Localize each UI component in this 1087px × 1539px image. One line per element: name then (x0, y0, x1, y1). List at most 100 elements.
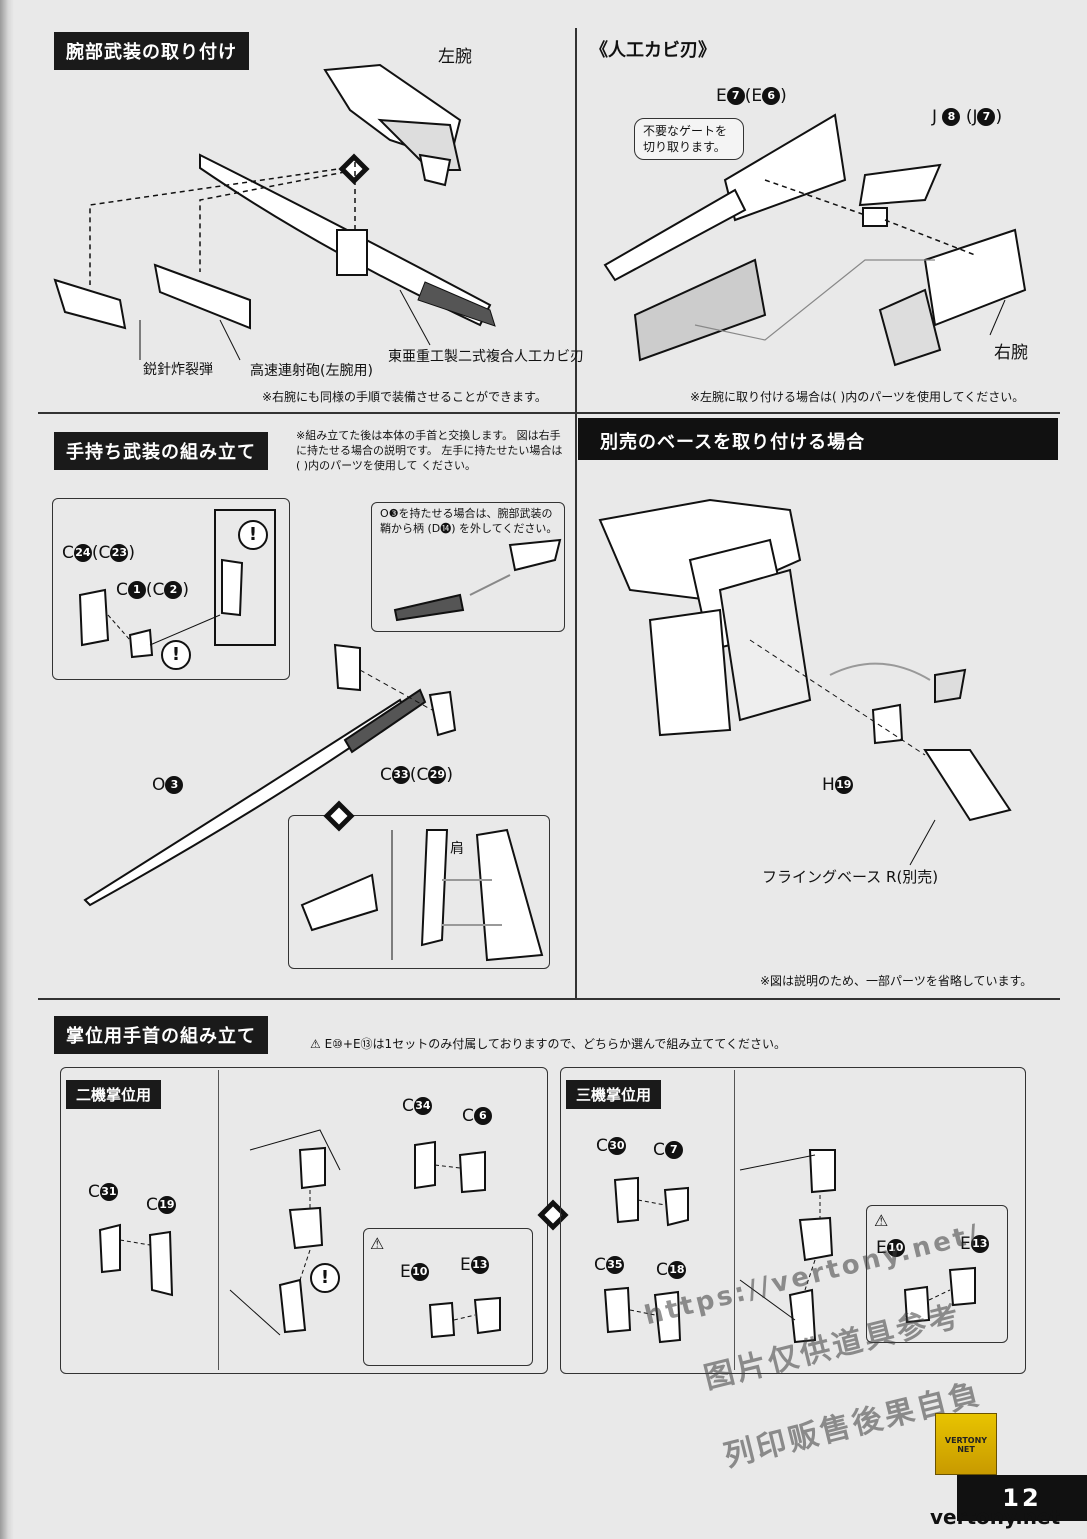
part-c30-label: C30 (596, 1136, 626, 1156)
part-e-number: 7 (726, 87, 745, 105)
site-url: vertony.net (930, 1505, 1061, 1529)
part-c30-number: 30 (607, 1137, 626, 1155)
part-e10-number: 10 (410, 1263, 429, 1281)
part-e13-number: 13 (970, 1235, 989, 1253)
arm-weapon-illustration (53, 63, 496, 361)
three-unit-wrist-illustration (603, 1149, 836, 1344)
two-unit-wrist-illustration (98, 1129, 486, 1336)
part-h19-label: H19 (822, 775, 853, 795)
part-c7-letter: C (653, 1140, 665, 1160)
two-unit-separator (218, 1070, 219, 1370)
divider-vertical-top (575, 28, 577, 412)
three-unit-box (560, 1067, 1026, 1374)
part-c18-label: C18 (656, 1260, 686, 1280)
right-arm-label: 右腕 (994, 343, 1028, 363)
part-c19-number: 19 (157, 1196, 176, 1214)
part-c19-label: C19 (146, 1195, 176, 1215)
part-o3-number: 3 (165, 776, 184, 794)
warning-triangle-icon: ⚠ (874, 1211, 889, 1230)
part-c34-letter: C (402, 1096, 414, 1116)
flying-base-label: フライングベース R(別売) (762, 868, 939, 886)
part-c35-number: 35 (605, 1256, 624, 1274)
part-c18-letter: C (656, 1260, 668, 1280)
part-c23-letter: C (98, 543, 111, 563)
part-c34-number: 34 (413, 1097, 432, 1115)
handle-removal-illustration (393, 538, 562, 622)
part-e10-number: 10 (886, 1239, 905, 1257)
three-unit-detail-box (866, 1205, 1008, 1343)
part-e-alt-letter: E (751, 86, 763, 106)
artificial-blade-note: ※左腕に取り付ける場合は( )内のパーツを使用してください。 (690, 390, 1025, 404)
cannon-label: 高速連射砲(左腕用) (250, 363, 373, 379)
part-c24-number: 24 (73, 544, 92, 562)
detail-box-left (52, 498, 290, 680)
base-title: 別売のベースを取り付ける場合 (600, 432, 866, 453)
part-c33-label: C33(C29) (380, 765, 454, 785)
part-e10-letter: E (400, 1262, 411, 1282)
detail-box-right (371, 502, 565, 632)
part-h19-letter: H (822, 775, 835, 795)
part-c34-label: C34 (402, 1096, 432, 1116)
base-note: ※図は説明のため、一部パーツを省略しています。 (760, 974, 1033, 988)
arm-weapon-title: 腕部武装の取り付け (54, 32, 249, 70)
handheld-callout: O❸を持たせる場合は、腕部武装の 鞘から柄 (D⓮) を外してください。 (380, 507, 558, 535)
handheld-note: ※組み立てた後は本体の手首と交換します。 図は右手に持たせる場合の説明です。 左… (296, 429, 563, 472)
part-c1-number: 1 (127, 581, 146, 599)
page-number: 12 (957, 1475, 1087, 1521)
part-c6-letter: C (462, 1106, 474, 1126)
part-j-letter: J (932, 107, 938, 127)
part-c6-number: 6 (473, 1107, 492, 1125)
part-c33-letter: C (380, 765, 392, 785)
divider-top (38, 412, 1060, 414)
handheld-title: 手持ち武装の組み立て (54, 432, 268, 470)
part-c33-number: 33 (391, 766, 410, 784)
part-e13-label: E13 (460, 1255, 489, 1275)
palm-warning: ⚠ E⑩+E⑬は1セットのみ付属しておりますので、どちらか選んで組み立ててくださ… (310, 1037, 786, 1052)
part-c7-number: 7 (664, 1141, 683, 1159)
part-c35-label: C35 (594, 1255, 624, 1275)
blade-label: 東亜重工製二式複合人工カビ刃 (388, 349, 584, 365)
caution-icon: ! (161, 640, 191, 670)
warning-triangle-icon: ⚠ (370, 1234, 385, 1253)
palm-warning-text: E⑩+E⑬は1セットのみ付属しておりますので、どちらか選んで組み立ててください。 (324, 1037, 787, 1051)
part-c31-label: C31 (88, 1182, 118, 1202)
needle-label: 鋭針炸裂弾 (143, 362, 213, 378)
caution-icon: ! (238, 520, 268, 550)
artificial-blade-illustration (603, 113, 1027, 367)
part-e10-e13-right-illustration (903, 1266, 976, 1324)
katana-illustration (83, 643, 457, 907)
part-e10-label: E10 (400, 1262, 429, 1282)
part-c31-number: 31 (99, 1183, 118, 1201)
palm-title: 掌位用手首の組み立て (54, 1016, 268, 1054)
part-e13-letter: E (960, 1234, 971, 1254)
caution-icon: ! (310, 1263, 340, 1293)
three-unit-separator (734, 1070, 735, 1370)
part-o3-letter: O (152, 775, 166, 795)
part-c29-letter: C (416, 765, 429, 785)
part-c1-letter: C (116, 580, 128, 600)
part-c35-letter: C (594, 1255, 606, 1275)
part-c23-number: 23 (110, 544, 129, 562)
gate-cut-callout: 不要なゲートを 切り取ります。 (634, 118, 744, 160)
handheld-detail-left-illustration (78, 509, 276, 659)
base-attachment-illustration (598, 498, 1012, 866)
binding-spine (0, 0, 14, 1539)
two-unit-detail-box (363, 1228, 533, 1366)
divider-vertical-middle (575, 414, 577, 998)
part-c19-letter: C (146, 1195, 158, 1215)
part-h19-number: 19 (834, 776, 853, 794)
part-c18-number: 18 (667, 1261, 686, 1279)
two-unit-subtitle: 二機掌位用 (66, 1080, 162, 1109)
shoulder-label: 肩 (450, 841, 464, 857)
part-e13-number: 13 (470, 1256, 489, 1274)
part-c30-letter: C (596, 1136, 608, 1156)
part-c29-number: 29 (428, 766, 447, 784)
part-j-number: 8 (942, 108, 961, 126)
part-j-alt-number: 7 (977, 108, 996, 126)
left-arm-label: 左腕 (438, 47, 472, 67)
part-j-alt-letter: J (972, 107, 978, 127)
